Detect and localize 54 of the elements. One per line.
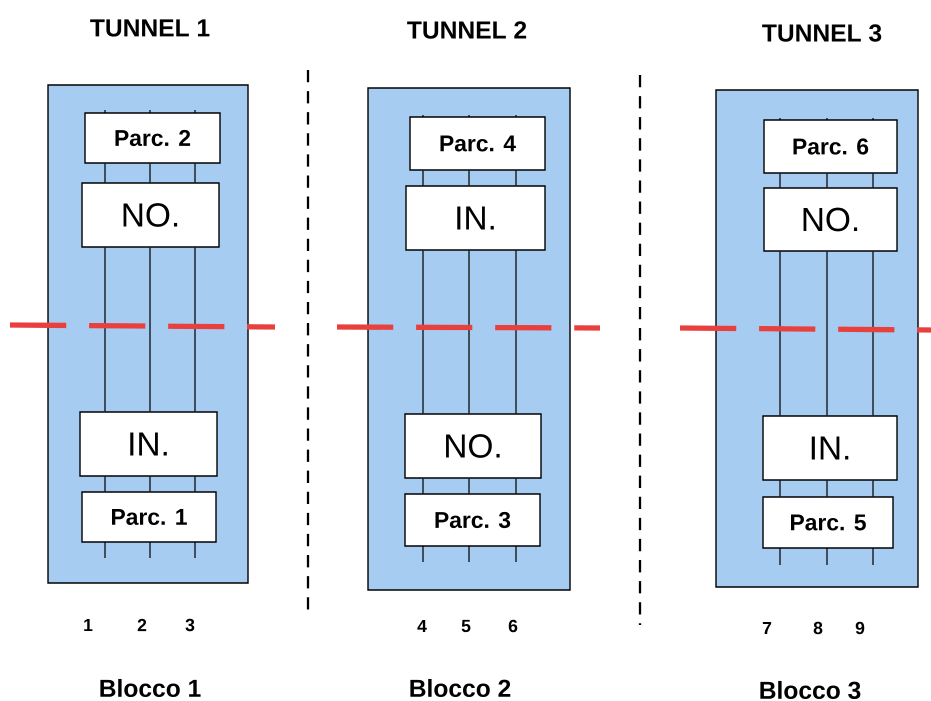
track-number: 1 xyxy=(84,618,92,632)
track-line xyxy=(149,248,151,412)
track-line xyxy=(422,478,424,494)
track-line xyxy=(422,250,424,414)
parcel-box: Parc. 2 xyxy=(84,112,221,164)
track-line xyxy=(468,250,470,414)
block-caption: Blocco 1 xyxy=(100,678,201,698)
track-line xyxy=(468,170,470,186)
parcel-box: Parc. 3 xyxy=(404,493,541,547)
track-number: 4 xyxy=(417,620,427,632)
block-caption: Blocco 2 xyxy=(410,678,510,698)
track-line xyxy=(779,174,781,188)
track-line xyxy=(104,164,106,182)
node-label: TUNNEL 3 xyxy=(762,24,882,42)
track-number: 9 xyxy=(856,622,864,634)
direction-box: NO. xyxy=(81,182,220,248)
track-number: 7 xyxy=(762,622,772,634)
parcel-box: Parc. 5 xyxy=(762,496,894,549)
track-line xyxy=(826,480,828,496)
track-line xyxy=(194,164,196,182)
track-number: 6 xyxy=(508,620,518,632)
track-line xyxy=(872,174,874,188)
track-number: 2 xyxy=(138,618,146,632)
direction-box: IN. xyxy=(79,411,218,477)
track-number: 3 xyxy=(186,618,194,632)
track-line xyxy=(194,248,196,412)
track-line xyxy=(468,478,470,494)
track-line xyxy=(515,170,517,186)
track-line xyxy=(149,164,151,182)
direction-box: IN. xyxy=(762,415,898,481)
track-line xyxy=(422,170,424,186)
track-line xyxy=(872,252,874,416)
track-line xyxy=(779,480,781,496)
block-caption: Blocco 3 xyxy=(760,680,860,700)
track-line xyxy=(779,252,781,416)
track-line xyxy=(515,478,517,494)
parcel-box: Parc. 6 xyxy=(763,119,898,174)
track-number: 5 xyxy=(462,620,470,632)
track-line xyxy=(104,248,106,412)
track-line xyxy=(194,476,196,492)
parcel-box: Parc. 4 xyxy=(409,116,546,171)
direction-box: IN. xyxy=(405,185,546,251)
node-label: TUNNEL 2 xyxy=(407,21,526,39)
parcel-box: Parc. 1 xyxy=(81,491,217,543)
track-line xyxy=(826,252,828,416)
track-line xyxy=(515,250,517,414)
track-line xyxy=(826,174,828,188)
direction-box: NO. xyxy=(763,187,898,252)
track-line xyxy=(149,476,151,492)
direction-box: NO. xyxy=(404,413,542,479)
track-line xyxy=(872,480,874,496)
track-line xyxy=(104,476,106,492)
node-label: TUNNEL 1 xyxy=(90,19,210,37)
track-number: 8 xyxy=(814,622,822,634)
